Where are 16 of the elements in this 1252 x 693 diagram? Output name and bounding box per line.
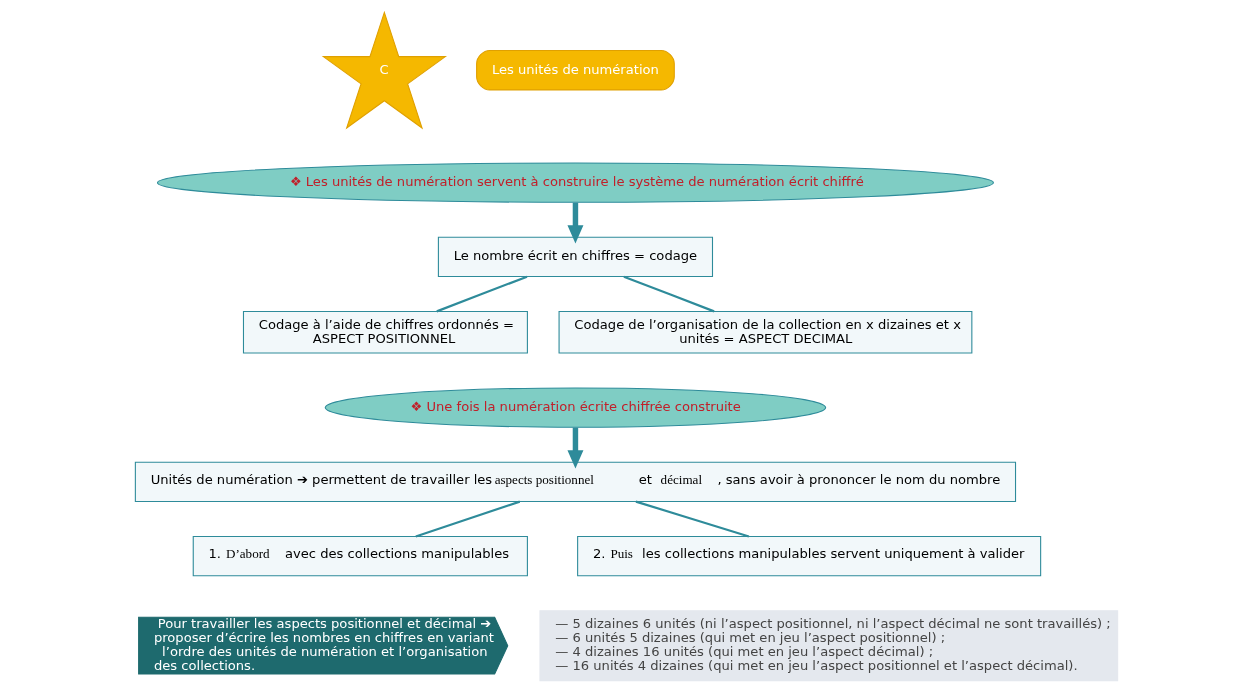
node-ellipse: ❖ Les unités de numération servent à construire le système de numération écrit chiffré — [156, 162, 994, 203]
connector — [635, 500, 749, 538]
arrow — [566, 202, 583, 244]
arrow — [566, 427, 583, 469]
connector — [623, 275, 714, 313]
connector — [435, 275, 527, 313]
node-box: Les unités de numération — [475, 50, 675, 91]
node-ellipse: ❖ Une fois la numération écrite chiffrée construite — [324, 387, 826, 428]
node-box: Unités de numération ➔ permettent de travailler les aspects positionnel et décimal, sans avoir à prononcer le nom du nombre — [134, 461, 1016, 503]
connector — [414, 500, 520, 538]
node-box: 2. Puis les collections manipulables servent uniquement à valider — [576, 535, 1041, 577]
node-box: 1. D’abord avec des collections manipulables — [192, 535, 528, 577]
node-box: — 5 dizaines 6 unités (ni l’aspect positionnel, ni l’aspect décimal ne sont travaillés) ; — 6 unités 5 dizaines (qui met en jeu l’aspect positionnel) ; — 4 dizaines 16 unités (qui met en jeu l’aspect décimal) ; — 16 unités 4 dizaines (qui met en jeu l’aspect positionnel et l’aspect décimal). — [538, 610, 1118, 682]
node-box: Codage à l’aide de chiffres ordonnés = ASPECT POSITIONNEL — [242, 310, 528, 354]
node-box: Codage de l’organisation de la collection en x dizaines et x unités = ASPECT DECIMAL — [558, 310, 972, 354]
node-box: Le nombre écrit en chiffres = codage — [437, 236, 713, 278]
